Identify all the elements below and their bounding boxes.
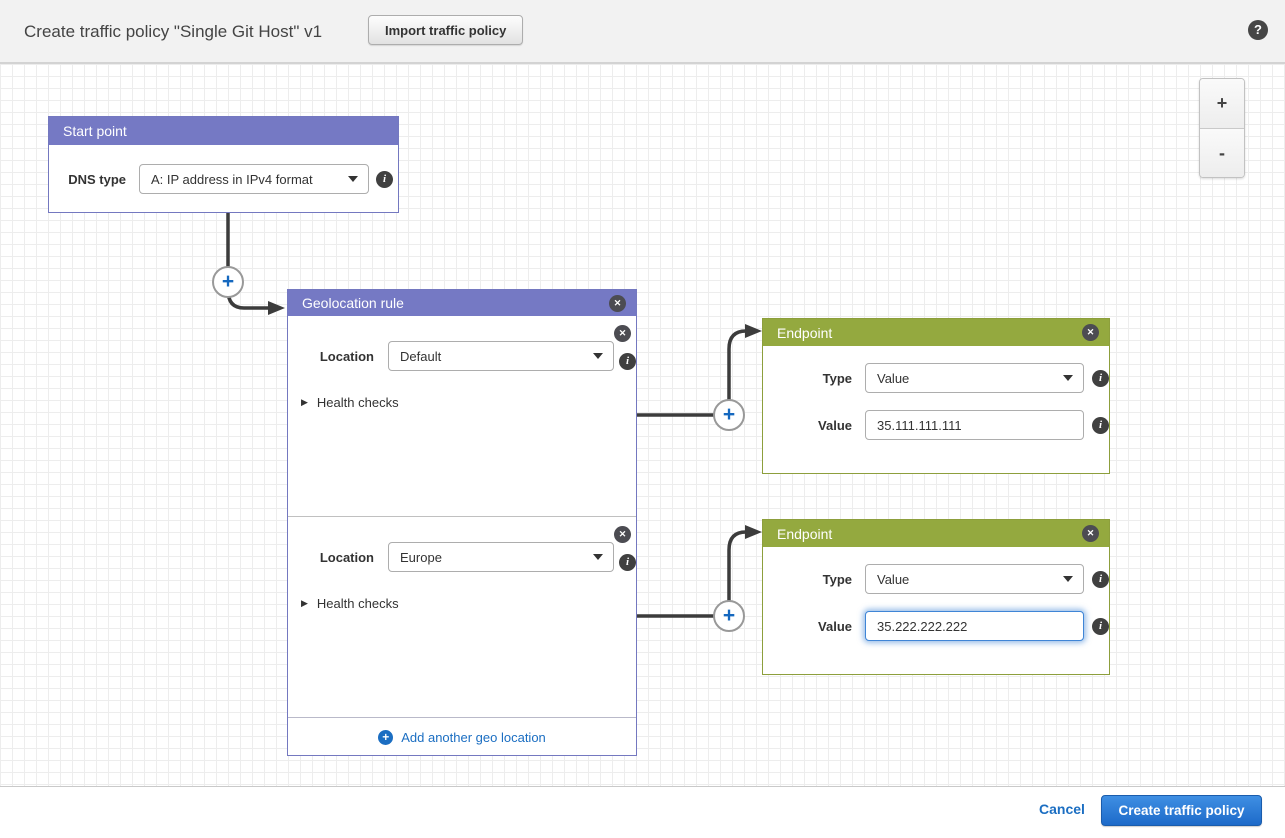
endpoint-header: Endpoint ✕ xyxy=(763,319,1109,346)
plus-circle-icon: + xyxy=(378,730,393,745)
start-point-title: Start point xyxy=(63,123,388,139)
location-label: Location xyxy=(312,349,374,364)
add-geo-location-button[interactable]: + Add another geo location xyxy=(288,717,636,756)
info-icon[interactable]: i xyxy=(376,171,393,188)
type-label: Type xyxy=(806,572,852,587)
endpoint-value-input[interactable] xyxy=(865,410,1084,440)
location-select[interactable]: Europe xyxy=(388,542,614,572)
endpoint-title: Endpoint xyxy=(777,325,1082,341)
caret-down-icon xyxy=(593,353,603,359)
import-traffic-policy-button[interactable]: Import traffic policy xyxy=(368,15,523,45)
connector-add-button[interactable]: + xyxy=(212,266,244,298)
page-title: Create traffic policy "Single Git Host" … xyxy=(24,22,322,42)
close-icon[interactable]: ✕ xyxy=(614,526,631,543)
info-icon[interactable]: i xyxy=(1092,370,1109,387)
caret-down-icon xyxy=(348,176,358,182)
start-point-node: Start point DNS type A: IP address in IP… xyxy=(48,116,399,213)
connector-add-button[interactable]: + xyxy=(713,399,745,431)
caret-down-icon xyxy=(593,554,603,560)
zoom-in-button[interactable]: + xyxy=(1200,79,1244,128)
geo-location-section-europe: ✕ Location Europe i ▶ Health checks xyxy=(288,516,636,717)
cancel-button[interactable]: Cancel xyxy=(1039,801,1085,817)
geo-location-section-default: ✕ Location Default i ▶ Health checks xyxy=(288,316,636,516)
geolocation-rule-header: Geolocation rule ✕ xyxy=(288,290,636,316)
endpoint-header: Endpoint ✕ xyxy=(763,520,1109,547)
endpoint-type-select[interactable]: Value xyxy=(865,363,1084,393)
info-icon[interactable]: i xyxy=(1092,417,1109,434)
bottom-action-bar: Cancel Create traffic policy xyxy=(0,786,1285,838)
location-select[interactable]: Default xyxy=(388,341,614,371)
triangle-right-icon: ▶ xyxy=(301,397,308,408)
geolocation-rule-node: Geolocation rule ✕ ✕ Location Default i … xyxy=(287,289,637,756)
endpoint-value-input-focused[interactable] xyxy=(865,611,1084,641)
caret-down-icon xyxy=(1063,576,1073,582)
connector-add-button[interactable]: + xyxy=(713,600,745,632)
geolocation-rule-title: Geolocation rule xyxy=(302,295,609,311)
top-header: Create traffic policy "Single Git Host" … xyxy=(0,0,1285,64)
zoom-out-button[interactable]: - xyxy=(1200,128,1244,177)
endpoint-node-2: Endpoint ✕ Type Value i Value i xyxy=(762,519,1110,675)
help-icon[interactable]: ? xyxy=(1248,20,1268,40)
triangle-right-icon: ▶ xyxy=(301,598,308,609)
info-icon[interactable]: i xyxy=(619,353,636,370)
close-icon[interactable]: ✕ xyxy=(609,295,626,312)
zoom-controls: + - xyxy=(1199,78,1245,178)
health-checks-toggle[interactable]: ▶ Health checks xyxy=(288,371,636,410)
health-checks-toggle[interactable]: ▶ Health checks xyxy=(288,572,636,611)
dns-type-select[interactable]: A: IP address in IPv4 format xyxy=(139,164,369,194)
location-label: Location xyxy=(312,550,374,565)
value-label: Value xyxy=(806,418,852,433)
start-point-header: Start point xyxy=(49,117,398,145)
info-icon[interactable]: i xyxy=(619,554,636,571)
info-icon[interactable]: i xyxy=(1092,618,1109,635)
dns-type-label: DNS type xyxy=(64,172,126,187)
caret-down-icon xyxy=(1063,375,1073,381)
policy-canvas[interactable]: + - Start point DNS type A: IP address i… xyxy=(0,64,1285,786)
create-traffic-policy-button[interactable]: Create traffic policy xyxy=(1101,795,1262,826)
type-label: Type xyxy=(806,371,852,386)
close-icon[interactable]: ✕ xyxy=(1082,324,1099,341)
close-icon[interactable]: ✕ xyxy=(1082,525,1099,542)
endpoint-type-select[interactable]: Value xyxy=(865,564,1084,594)
info-icon[interactable]: i xyxy=(1092,571,1109,588)
endpoint-title: Endpoint xyxy=(777,526,1082,542)
value-label: Value xyxy=(806,619,852,634)
close-icon[interactable]: ✕ xyxy=(614,325,631,342)
endpoint-node-1: Endpoint ✕ Type Value i Value i xyxy=(762,318,1110,474)
